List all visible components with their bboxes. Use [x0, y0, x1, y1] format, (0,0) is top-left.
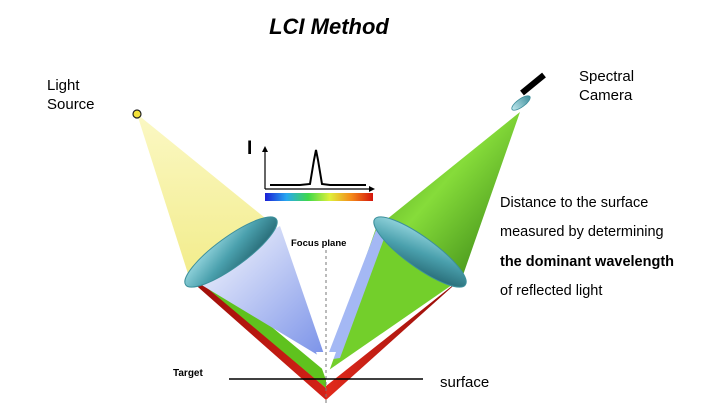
red-beam-left	[190, 280, 326, 400]
spectrum-bar	[265, 193, 373, 201]
camera-lens-icon	[511, 95, 531, 111]
camera-icon	[520, 72, 546, 96]
right-lens	[373, 216, 467, 288]
target-label: Target	[173, 368, 203, 379]
blue-beam-right	[326, 230, 385, 360]
spectral-camera-label: Spectral Camera	[579, 68, 635, 104]
left-lens	[184, 216, 278, 288]
description-line-2: measured by determining	[500, 224, 664, 240]
description-line-4: of reflected light	[500, 283, 603, 299]
description-line-3: the dominant wavelength	[500, 254, 675, 270]
intensity-axis-label: I	[247, 138, 253, 159]
green-beam-left	[200, 282, 326, 388]
light-source-icon	[132, 109, 142, 119]
red-beam-right	[326, 278, 462, 400]
focus-plane-label: Focus plane	[291, 238, 347, 249]
page-title: LCI Method	[269, 14, 389, 39]
light-source-label: Light Source	[47, 77, 95, 113]
description-line-1: Distance to the surface	[500, 195, 649, 211]
surface-label: surface	[440, 374, 490, 391]
spectrum-peak	[270, 149, 366, 186]
plot-y-arrow	[262, 146, 268, 152]
plot-x-arrow	[369, 186, 375, 192]
